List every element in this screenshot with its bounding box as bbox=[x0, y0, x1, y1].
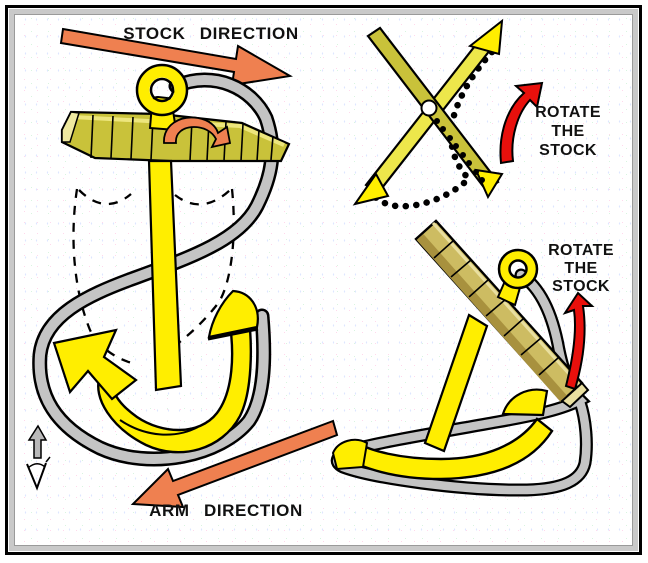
angle-vee-icon bbox=[26, 462, 47, 491]
side-stock-shading bbox=[416, 234, 568, 402]
side-anchor-arms bbox=[337, 417, 554, 481]
stock-highlight bbox=[72, 115, 285, 147]
side-anchor-stock bbox=[414, 219, 590, 409]
side-anchor-ring bbox=[496, 248, 539, 307]
up-arrow-icon bbox=[27, 424, 48, 459]
figure-fouled-anchor: STOCK DIRECTION bbox=[26, 24, 339, 520]
side-ring-band bbox=[499, 250, 537, 288]
figure-rotate-stock: ROTATE THE STOCK bbox=[352, 18, 601, 210]
stock-hole-dots bbox=[434, 118, 485, 183]
side-ring-outer-edge bbox=[497, 248, 539, 290]
right-fluke bbox=[207, 289, 259, 339]
rotate-top-line3: STOCK bbox=[539, 142, 597, 159]
side-left-fluke bbox=[331, 438, 369, 471]
side-upper-fluke bbox=[501, 388, 549, 417]
side-stock-segment-lines bbox=[433, 240, 559, 376]
stock-center-hole bbox=[420, 99, 438, 117]
ring-outer-edge bbox=[135, 63, 189, 117]
rotate-bottom-line3: STOCK bbox=[552, 278, 610, 295]
frame-gray-band bbox=[9, 9, 638, 551]
crown-shadow-line bbox=[119, 419, 199, 436]
swing-angle-icon bbox=[26, 424, 51, 491]
rotate-top-line1: ROTATE bbox=[535, 104, 601, 121]
anchor-ring bbox=[135, 63, 189, 132]
rotate-arrow-bottom-icon bbox=[562, 291, 595, 391]
arm-direction-arrow-icon bbox=[130, 419, 339, 509]
rotate-bottom-line1: ROTATE bbox=[548, 242, 614, 259]
frame bbox=[5, 5, 642, 555]
stock-tip-bottom-left bbox=[352, 172, 390, 206]
rotate-bottom-line2: THE bbox=[564, 260, 597, 277]
stock-direction-arrow-icon bbox=[59, 27, 293, 87]
frame-outer-border bbox=[5, 5, 642, 555]
rotate-arrow-top-icon bbox=[499, 81, 544, 165]
rotate-top-line2: THE bbox=[551, 123, 584, 140]
side-stock-end-cap bbox=[560, 381, 590, 409]
ring-inner-edge bbox=[149, 77, 175, 103]
figure-anchor-side: ROTATE THE STOCK bbox=[330, 219, 614, 497]
anchor-shank bbox=[147, 159, 183, 392]
stock-end-cap bbox=[61, 111, 80, 143]
stock-tip-bottom-right bbox=[474, 168, 504, 200]
left-fluke bbox=[52, 328, 138, 401]
ring-band bbox=[137, 65, 187, 115]
side-ring-inner-edge bbox=[508, 259, 528, 279]
rotate-stock-label-top: ROTATE THE STOCK bbox=[535, 104, 601, 159]
side-stock-highlight bbox=[431, 221, 581, 387]
frame-inner-line bbox=[14, 14, 633, 546]
rotate-stock-label-bottom: ROTATE THE STOCK bbox=[548, 242, 614, 295]
side-anchor-shank bbox=[423, 313, 489, 453]
stock-rotation-arrow-icon bbox=[163, 116, 232, 149]
arm-direction-label: ARM DIRECTION bbox=[149, 501, 303, 520]
stock-direction-label: STOCK DIRECTION bbox=[123, 24, 298, 43]
stock-tip-top-right bbox=[467, 18, 504, 56]
angle-tick-icon bbox=[45, 456, 51, 463]
rotation-path-dotted-arc bbox=[366, 48, 496, 210]
right-fluke-base-line bbox=[207, 327, 259, 341]
angle-arc-icon bbox=[27, 463, 46, 469]
